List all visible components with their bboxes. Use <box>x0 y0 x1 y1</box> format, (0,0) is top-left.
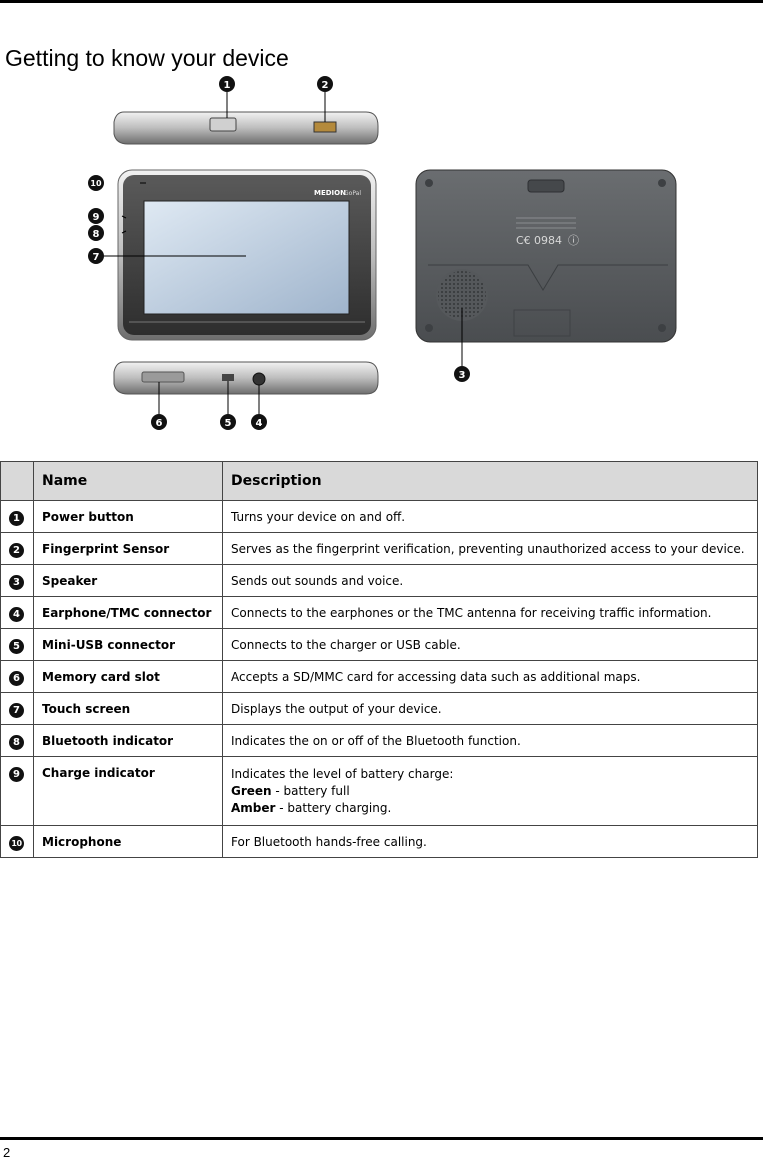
row-number-badge: 1 <box>9 511 24 526</box>
row-number-badge: 10 <box>9 836 24 851</box>
memory-card-slot-graphic <box>141 371 185 383</box>
fingerprint-sensor-graphic <box>313 121 337 133</box>
part-name: Power button <box>33 500 223 533</box>
device-bottom-view <box>113 361 379 414</box>
row-number-badge: 5 <box>9 639 24 654</box>
device-front-view: MEDION GoPal <box>104 169 377 341</box>
callout-markers: 1 2 3 4 5 6 7 8 9 10 <box>88 76 470 430</box>
part-name: Memory card slot <box>33 660 223 693</box>
table-row: 5 Mini-USB connector Connects to the cha… <box>0 628 758 661</box>
svg-text:4: 4 <box>256 418 263 429</box>
part-name: Bluetooth indicator <box>33 724 223 757</box>
earphone-jack-graphic <box>252 372 266 386</box>
part-description: For Bluetooth hands-free calling. <box>222 825 758 858</box>
table-row: 8 Bluetooth indicator Indicates the on o… <box>0 724 758 757</box>
table-row: 9 Charge indicator Indicates the level o… <box>0 756 758 826</box>
svg-text:5: 5 <box>225 418 232 429</box>
header-description: Description <box>222 461 758 501</box>
brand-text: MEDION <box>314 189 346 197</box>
row-number-badge: 4 <box>9 607 24 622</box>
header-number <box>0 461 34 501</box>
part-description: Accepts a SD/MMC card for accessing data… <box>222 660 758 693</box>
part-description: Connects to the earphones or the TMC ant… <box>222 596 758 629</box>
part-name: Mini-USB connector <box>33 628 223 661</box>
power-button-graphic <box>209 117 237 132</box>
svg-text:10: 10 <box>90 179 102 188</box>
top-rule <box>0 0 763 3</box>
part-name: Fingerprint Sensor <box>33 532 223 565</box>
svg-text:6: 6 <box>156 418 163 429</box>
table-row: 2 Fingerprint Sensor Serves as the finge… <box>0 532 758 565</box>
table-row: 4 Earphone/TMC connector Connects to the… <box>0 596 758 629</box>
part-description-text: Indicates the level of battery charge: <box>231 767 454 781</box>
row-number-badge: 3 <box>9 575 24 590</box>
table-row: 1 Power button Turns your device on and … <box>0 500 758 533</box>
row-number-badge: 7 <box>9 703 24 718</box>
part-description: Indicates the on or off of the Bluetooth… <box>222 724 758 757</box>
part-description: Indicates the level of battery charge: G… <box>222 756 758 826</box>
row-number-badge: 2 <box>9 543 24 558</box>
parts-table: Name Description 1 Power button Turns yo… <box>0 461 758 858</box>
part-description: Serves as the fingerprint verification, … <box>222 532 758 565</box>
part-name: Speaker <box>33 564 223 597</box>
touch-screen-graphic <box>143 200 350 315</box>
device-top-view <box>113 92 379 145</box>
part-name: Touch screen <box>33 692 223 725</box>
table-row: 10 Microphone For Bluetooth hands-free c… <box>0 825 758 858</box>
svg-text:7: 7 <box>93 252 100 263</box>
part-name: Earphone/TMC connector <box>33 596 223 629</box>
model-text: GoPal <box>344 190 361 197</box>
page-number: 2 <box>3 1145 11 1160</box>
table-row: 3 Speaker Sends out sounds and voice. <box>0 564 758 597</box>
charge-legend-amber: Amber - battery charging. <box>231 801 392 815</box>
charge-legend-green: Green - battery full <box>231 784 350 798</box>
svg-text:ⓘ: ⓘ <box>568 234 579 247</box>
row-number-badge: 6 <box>9 671 24 686</box>
table-row: 6 Memory card slot Accepts a SD/MMC card… <box>0 660 758 693</box>
speaker-grille <box>438 271 486 319</box>
row-number-badge: 8 <box>9 735 24 750</box>
svg-text:1: 1 <box>224 80 231 91</box>
row-number-badge: 9 <box>9 767 24 782</box>
svg-text:8: 8 <box>93 229 100 240</box>
table-row: 7 Touch screen Displays the output of yo… <box>0 692 758 725</box>
svg-text:2: 2 <box>322 80 329 91</box>
bottom-rule <box>0 1137 763 1140</box>
device-back-view: C€ 0984 ⓘ <box>415 169 677 366</box>
part-description: Displays the output of your device. <box>222 692 758 725</box>
svg-text:9: 9 <box>93 212 100 223</box>
svg-text:C€: C€ <box>516 234 531 247</box>
part-name: Microphone <box>33 825 223 858</box>
table-header-row: Name Description <box>0 461 758 501</box>
cert-text: 0984 <box>534 234 562 247</box>
part-name: Charge indicator <box>33 756 223 826</box>
header-name: Name <box>33 461 223 501</box>
svg-text:3: 3 <box>459 370 466 381</box>
part-description: Connects to the charger or USB cable. <box>222 628 758 661</box>
part-description: Sends out sounds and voice. <box>222 564 758 597</box>
mini-usb-graphic <box>222 374 234 381</box>
page-title: Getting to know your device <box>5 45 289 72</box>
device-illustration: MEDION GoPal C€ 0984 ⓘ 1 <box>88 76 677 430</box>
part-description: Turns your device on and off. <box>222 500 758 533</box>
